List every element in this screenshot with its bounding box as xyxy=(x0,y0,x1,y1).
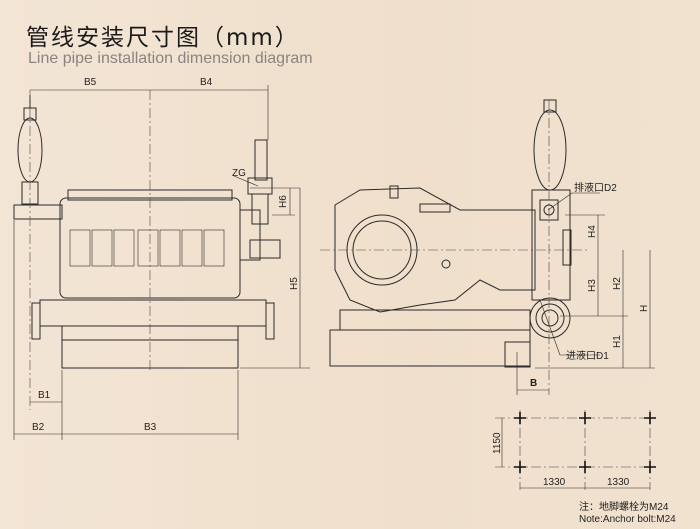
page-title: 管线安装尺寸图（mm） xyxy=(26,25,300,51)
dim-width-1330-right: 1330 xyxy=(607,477,630,488)
label-discharge-port: 排液口D2 xyxy=(574,181,617,194)
dim-h5: H5 xyxy=(289,277,300,290)
dim-b2: B2 xyxy=(32,422,45,433)
pump-front-view xyxy=(13,90,281,410)
note-cn: 注：地脚螺栓为M24 xyxy=(579,500,669,513)
label-suction-port: 进液口D1 xyxy=(566,349,609,362)
pump-side-view xyxy=(320,99,590,395)
dim-b: B xyxy=(530,378,537,389)
right-dimension-lines xyxy=(516,192,655,395)
note-en: Note:Anchor bolt:M24 xyxy=(579,514,676,525)
dim-b3: B3 xyxy=(144,422,157,433)
dim-h: H xyxy=(639,305,650,312)
dim-h2: H2 xyxy=(612,277,623,290)
dim-b4: B4 xyxy=(200,77,213,88)
dim-b1: B1 xyxy=(38,390,51,401)
cylinder-blocks xyxy=(69,229,225,267)
left-dimension-lines xyxy=(13,85,310,440)
dim-h3: H3 xyxy=(587,279,598,292)
dim-depth-1150: 1150 xyxy=(492,432,503,454)
anchor-bolt-pattern xyxy=(495,410,656,490)
dim-b5: B5 xyxy=(84,77,97,88)
dim-h1: H1 xyxy=(612,335,623,348)
dim-width-1330-left: 1330 xyxy=(543,477,566,488)
dim-zg: ZG xyxy=(232,168,246,179)
dim-h4: H4 xyxy=(587,225,598,238)
dim-h6: H6 xyxy=(278,195,289,208)
page-subtitle: Line pipe installation dimension diagram xyxy=(28,50,313,67)
